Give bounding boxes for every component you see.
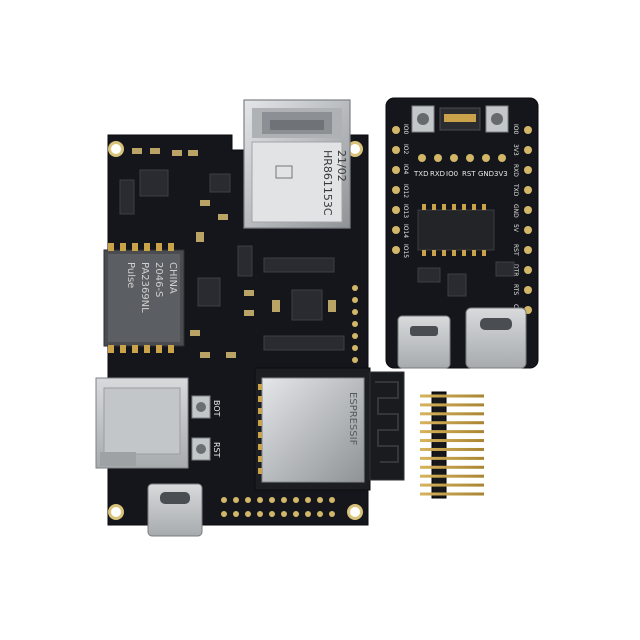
loose-pin-header xyxy=(420,391,484,499)
header-pin xyxy=(420,430,484,434)
pin-label-gnd: GND xyxy=(478,170,494,178)
magnetics-line2: 2046-S xyxy=(153,262,164,297)
right-pin-3: TXD xyxy=(512,183,519,197)
magnetics-transformer: CHINA 2046-S PA2369NL Pulse xyxy=(103,243,185,353)
left-pin-6: IO15 xyxy=(402,244,409,258)
boot-button: BOT xyxy=(191,395,221,419)
header-pin xyxy=(420,394,484,398)
header-pin xyxy=(420,492,484,496)
magnetics-line3: CHINA xyxy=(167,262,178,294)
right-pin-holes xyxy=(524,126,532,314)
bottom-header-holes xyxy=(221,497,335,517)
fpc-connector xyxy=(439,107,481,131)
reset-button: RST xyxy=(191,437,221,461)
pin-label-3v3: 3V3 xyxy=(494,170,508,178)
right-pin-6: RST xyxy=(512,244,519,256)
right-pin-7: DTR xyxy=(512,264,519,276)
header-pin xyxy=(420,439,484,443)
programmer-button-left xyxy=(411,105,435,133)
pin-label-txd: TXD xyxy=(413,170,428,178)
usb-uart-chip xyxy=(417,204,495,256)
header-pin xyxy=(420,412,484,416)
usb-c-connector xyxy=(147,483,203,537)
pin-row-holes xyxy=(418,154,506,162)
programmer-usb-c-connector xyxy=(465,307,527,369)
header-pin xyxy=(420,465,484,469)
magnetics-brand: Pulse xyxy=(125,262,136,288)
pin-row-labels: TXD RXD IO0 RST GND 3V3 xyxy=(413,170,508,178)
header-pin xyxy=(420,447,484,451)
left-pin-labels: IO0 IO2 IO4 IO12 IO13 IO14 IO15 xyxy=(402,124,409,258)
right-pin-5: 5V xyxy=(512,224,519,233)
right-pin-8: RTS xyxy=(512,284,519,295)
left-pin-1: IO2 xyxy=(402,144,409,154)
left-pin-4: IO13 xyxy=(402,204,409,218)
smd-components xyxy=(119,169,345,351)
microsd-socket xyxy=(95,377,189,469)
rj45-ethernet-jack: 21/02 HR861153C xyxy=(243,99,351,229)
header-pin xyxy=(420,403,484,407)
module-brand: ESPRESSIF xyxy=(347,392,358,446)
header-pin xyxy=(420,456,484,460)
left-pin-5: IO14 xyxy=(402,224,409,238)
header-pin xyxy=(420,421,484,425)
programmer-button-right xyxy=(485,105,509,133)
boot-label: BOT xyxy=(212,400,221,417)
pin-label-io0: IO0 xyxy=(446,170,458,178)
pin-label-rxd: RXD xyxy=(430,170,445,178)
right-pin-2: RXD xyxy=(512,164,519,177)
programmer-board: TXD RXD IO0 RST GND 3V3 IO0 IO2 IO4 IO12… xyxy=(385,97,539,369)
esp32-module: ESPRESSIF xyxy=(254,367,405,491)
right-pin-4: GND xyxy=(512,204,519,218)
header-pins xyxy=(420,394,484,496)
rj45-part-label: HR861153C xyxy=(321,150,334,216)
reset-label: RST xyxy=(212,442,221,458)
rj45-date-label: 21/02 xyxy=(335,150,348,182)
pin-label-rst: RST xyxy=(462,170,476,178)
mounting-holes xyxy=(108,141,363,520)
left-pin-holes xyxy=(392,126,400,254)
programmer-passives xyxy=(417,261,515,297)
header-pin xyxy=(420,483,484,487)
passive-pads xyxy=(132,148,336,358)
header-pin xyxy=(420,474,484,478)
left-pin-3: IO12 xyxy=(402,184,409,198)
edge-header-holes xyxy=(352,285,358,363)
right-pin-1: 3V3 xyxy=(512,144,519,156)
left-pin-2: IO4 xyxy=(402,164,409,174)
left-pin-0: IO0 xyxy=(402,124,409,134)
main-board: 21/02 HR861153C CHINA 2046-S PA2369NL Pu… xyxy=(95,99,405,537)
right-pin-0: IO0 xyxy=(512,124,519,134)
micro-usb-connector xyxy=(397,315,451,369)
magnetics-line1: PA2369NL xyxy=(139,262,150,313)
